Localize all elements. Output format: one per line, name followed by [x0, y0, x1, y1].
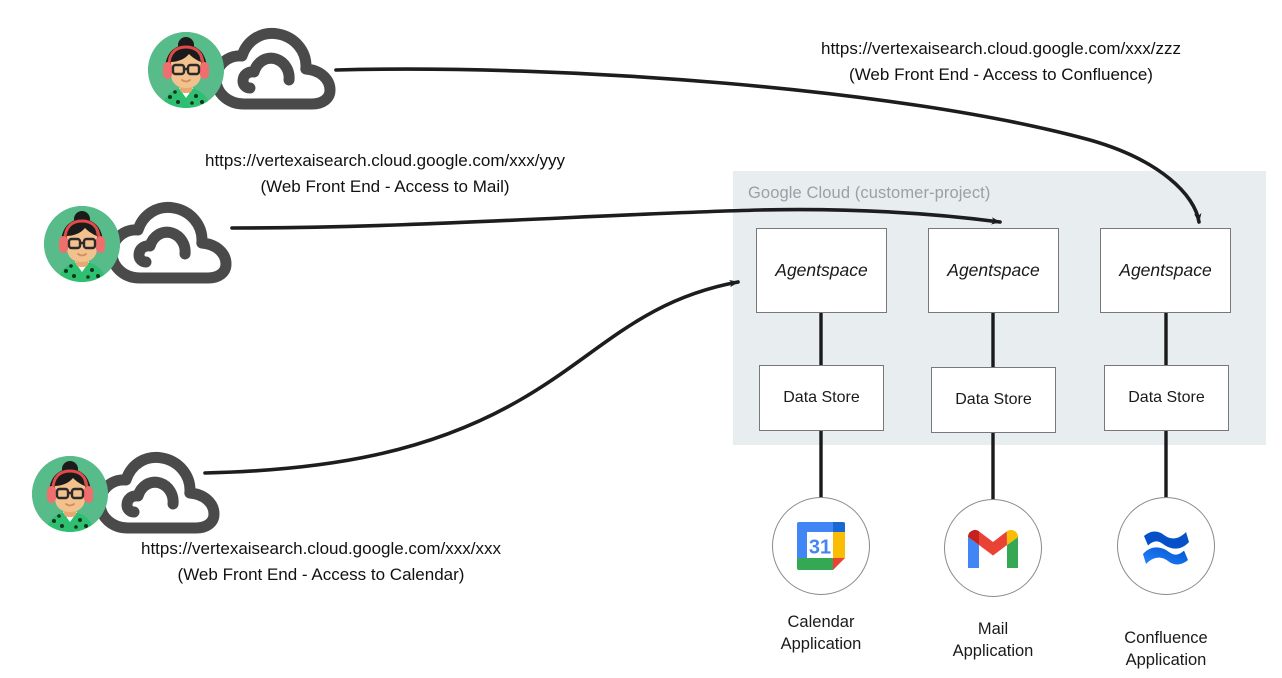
agentspace-box-mail[interactable]: Agentspace: [928, 228, 1059, 313]
agentspace-label: Agentspace: [1119, 260, 1212, 280]
gmail-icon: [968, 528, 1018, 568]
app-label-line1: Calendar: [787, 613, 855, 631]
user-avatar-icon: [148, 32, 224, 108]
app-label-line2: Application: [1125, 651, 1207, 670]
url-text: https://vertexaisearch.cloud.google.com/…: [821, 39, 1181, 58]
datastore-label: Data Store: [955, 391, 1032, 408]
avatar-illustration: [32, 456, 108, 532]
app-circle-mail[interactable]: [944, 499, 1042, 597]
app-label-confluence: Confluence Application: [1066, 627, 1266, 672]
url-subtext: (Web Front End - Access to Calendar): [177, 564, 465, 584]
url-subtext: (Web Front End - Access to Confluence): [849, 64, 1153, 84]
url-subtext: (Web Front End - Access to Mail): [260, 176, 510, 196]
avatar-illustration: [44, 206, 120, 282]
datastore-label: Data Store: [783, 389, 860, 406]
calendar-day-number: 31: [809, 537, 831, 559]
app-circle-calendar[interactable]: 31: [772, 497, 870, 595]
agentspace-box-confluence[interactable]: Agentspace: [1100, 228, 1231, 313]
avatar-illustration: [148, 32, 224, 108]
user-cluster-mail: [44, 198, 254, 290]
url-text: https://vertexaisearch.cloud.google.com/…: [205, 151, 565, 170]
url-text: https://vertexaisearch.cloud.google.com/…: [141, 539, 501, 558]
app-label-line1: Confluence: [1124, 629, 1208, 647]
datastore-label: Data Store: [1128, 389, 1205, 406]
user-cluster-calendar: [32, 448, 242, 540]
cloud-outline-icon: [94, 451, 220, 534]
url-caption-calendar: https://vertexaisearch.cloud.google.com/…: [126, 536, 516, 588]
agentspace-label: Agentspace: [775, 260, 868, 280]
app-label-line2: Application: [780, 635, 862, 654]
url-caption-confluence: https://vertexaisearch.cloud.google.com/…: [806, 36, 1196, 88]
agentspace-label: Agentspace: [947, 260, 1040, 280]
google-calendar-icon: 31: [797, 522, 845, 570]
agentspace-box-calendar[interactable]: Agentspace: [756, 228, 887, 313]
datastore-box-calendar[interactable]: Data Store: [759, 365, 884, 431]
confluence-icon: [1143, 531, 1189, 565]
app-circle-confluence[interactable]: [1117, 497, 1215, 595]
user-avatar-icon: [44, 206, 120, 282]
datastore-box-confluence[interactable]: Data Store: [1104, 365, 1229, 431]
app-label-mail: Mail Application: [893, 618, 1093, 663]
app-label-line2: Application: [952, 642, 1034, 661]
url-caption-mail: https://vertexaisearch.cloud.google.com/…: [190, 148, 580, 200]
app-label-line1: Mail: [977, 620, 1009, 638]
flow-arrow-calendar: [203, 279, 740, 475]
datastore-box-mail[interactable]: Data Store: [931, 367, 1056, 433]
cloud-outline-icon: [210, 27, 336, 110]
google-cloud-zone-label: Google Cloud (customer-project): [748, 184, 991, 202]
cloud-outline-icon: [106, 201, 232, 284]
user-cluster-confluence: [148, 24, 358, 116]
app-label-calendar: Calendar Application: [721, 611, 921, 656]
user-avatar-icon: [32, 456, 108, 532]
